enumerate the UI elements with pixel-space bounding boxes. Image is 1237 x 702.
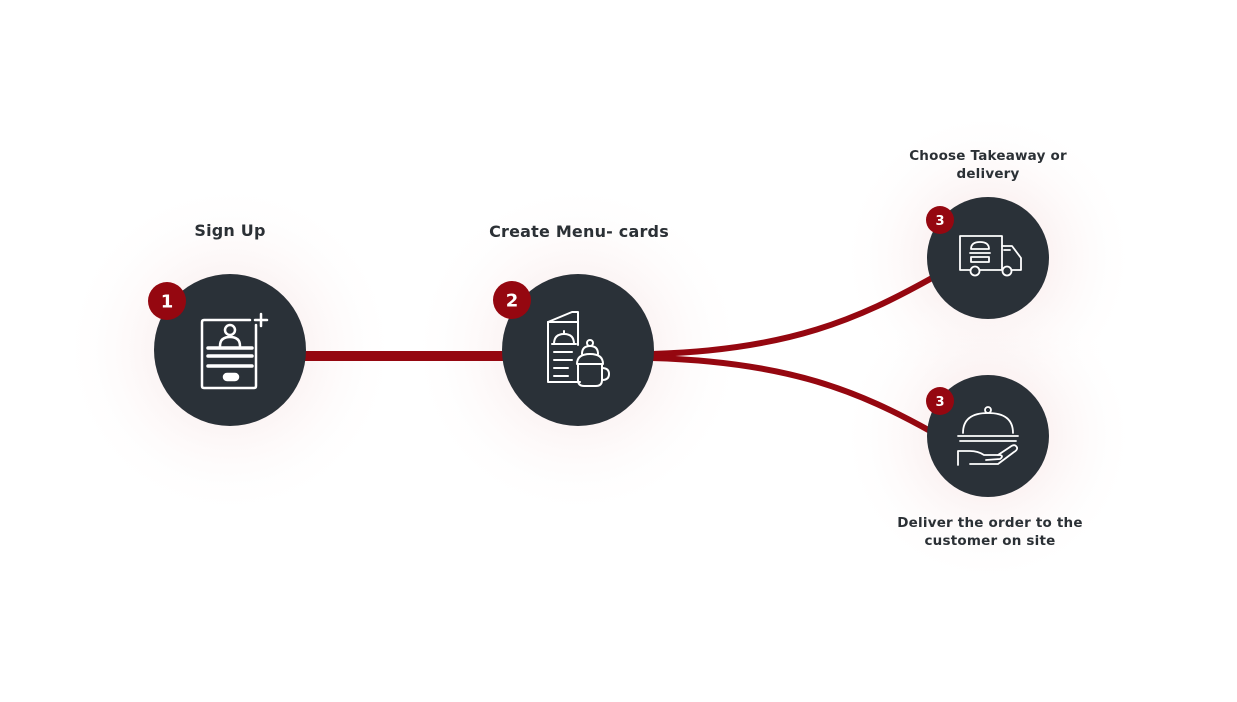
step-1-circle <box>154 274 306 426</box>
step-2-badge <box>493 281 531 319</box>
step-1-badge <box>148 282 186 320</box>
step-3-takeaway-badge <box>926 206 954 234</box>
step-1-number: 1 <box>161 292 174 313</box>
connector-2-3a <box>649 275 935 357</box>
step-3-deliver-number: 3 <box>935 395 944 410</box>
connector-2-3b <box>649 355 935 435</box>
connectors <box>300 275 935 435</box>
step-3-takeaway-circle <box>927 197 1049 319</box>
step-2-number: 2 <box>506 291 519 312</box>
step-1-node: 1 <box>148 274 306 426</box>
user-add-icon <box>200 312 269 390</box>
step-2-label: Create Menu- cards <box>489 222 669 241</box>
step-3-deliver-label: Deliver the order to the customer on sit… <box>897 515 1083 549</box>
step-3-takeaway-label: Choose Takeaway or delivery <box>909 148 1067 182</box>
step-3-takeaway-node: 3 <box>926 197 1049 319</box>
menu-card-coffee-icon <box>547 311 610 387</box>
step-3-deliver-node: 3 <box>926 375 1049 497</box>
step-2-circle <box>502 274 654 426</box>
serving-cloche-hand-icon <box>957 406 1019 466</box>
step-1-label: Sign Up <box>194 221 266 240</box>
step-2-node: 2 <box>493 274 654 426</box>
step-3-takeaway-number: 3 <box>935 214 944 229</box>
delivery-truck-icon <box>959 235 1022 277</box>
step-3-deliver-badge <box>926 387 954 415</box>
